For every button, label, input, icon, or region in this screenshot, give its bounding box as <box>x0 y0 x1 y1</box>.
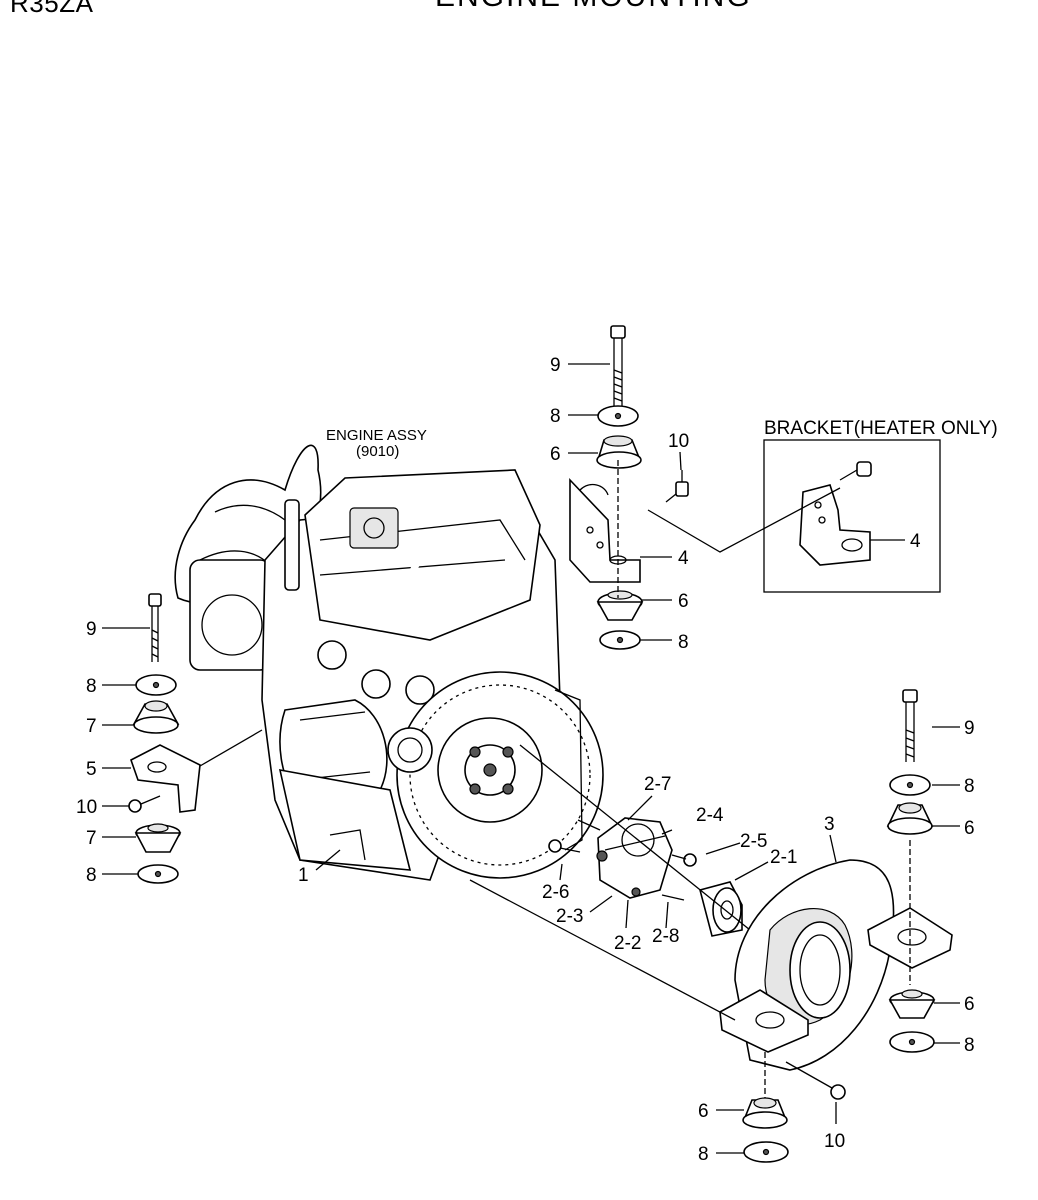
callout-6-top: 6 <box>550 444 561 465</box>
callout-7-left-bottom: 7 <box>86 828 97 849</box>
callout-2-8: 2-8 <box>652 926 679 947</box>
callout-6-bottom: 6 <box>698 1101 709 1122</box>
callout-8-left-bottom: 8 <box>86 865 97 886</box>
leader-lines <box>102 363 960 1154</box>
page-title: ENGINE MOUNTING <box>435 0 752 14</box>
callout-2-4: 2-4 <box>696 805 724 826</box>
engine-assembly <box>174 444 604 881</box>
callout-10-bottom: 10 <box>824 1131 845 1152</box>
callout-2-1: 2-1 <box>770 847 797 868</box>
callout-9-right: 9 <box>964 718 975 739</box>
callout-7-left-top: 7 <box>86 716 97 737</box>
callout-1: 1 <box>298 865 309 886</box>
callout-4-inset: 4 <box>910 531 921 552</box>
engine-assy-code: (9010) <box>356 443 399 460</box>
callout-8-left-top: 8 <box>86 676 97 697</box>
labels: ENGINE ASSY (9010) BRACKET(HEATER ONLY) … <box>76 355 998 1165</box>
callout-6-mid: 6 <box>678 591 689 612</box>
callout-9-left: 9 <box>86 619 97 640</box>
callout-2-2: 2-2 <box>614 933 641 954</box>
callout-8-bottom: 8 <box>698 1144 709 1165</box>
callout-10-top: 10 <box>668 431 689 452</box>
callout-2-3: 2-3 <box>556 906 583 927</box>
engine-assy-label: ENGINE ASSY <box>326 427 427 444</box>
inset-title: BRACKET(HEATER ONLY) <box>764 418 998 439</box>
top-mount-stack <box>569 325 689 650</box>
rear-plate-assembly <box>469 689 953 1163</box>
callout-8-right-bottom: 8 <box>964 1035 975 1056</box>
model-code: R35ZA <box>10 0 94 18</box>
callout-2-7: 2-7 <box>644 774 671 795</box>
heater-bracket-inset <box>763 439 941 593</box>
callout-8-mid: 8 <box>678 632 689 653</box>
callout-2-5: 2-5 <box>740 831 767 852</box>
callout-6-right-top: 6 <box>964 818 975 839</box>
left-mount-stack <box>128 593 263 884</box>
callout-6-right-bottom: 6 <box>964 994 975 1015</box>
callout-2-6: 2-6 <box>542 882 569 903</box>
callout-4: 4 <box>678 548 689 569</box>
callout-9-top: 9 <box>550 355 561 376</box>
coupling-assembly <box>519 744 751 937</box>
callout-8-right-top: 8 <box>964 776 975 797</box>
callout-3: 3 <box>824 814 835 835</box>
callout-8-top: 8 <box>550 406 561 427</box>
callout-10-left: 10 <box>76 797 97 818</box>
callout-5: 5 <box>86 759 97 780</box>
